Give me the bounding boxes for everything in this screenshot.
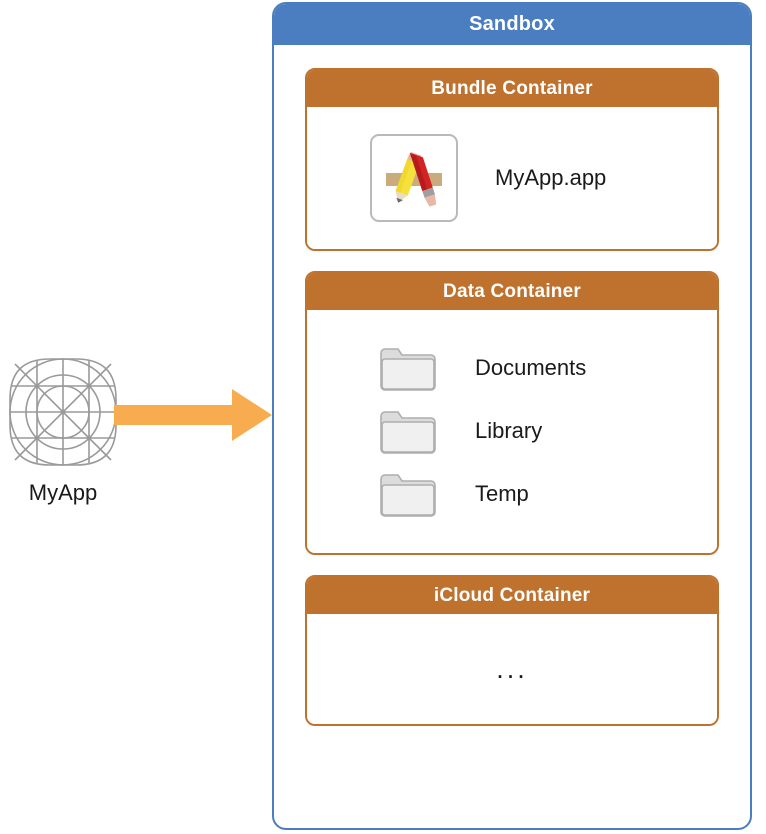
bundle-container-title: Bundle Container bbox=[307, 70, 717, 107]
data-container-card: Data Container Documents Library bbox=[305, 271, 719, 555]
folder-label: Temp bbox=[475, 480, 529, 506]
sandbox-container: Sandbox Bundle Container bbox=[272, 2, 752, 830]
icloud-container-body: ... bbox=[307, 614, 717, 724]
sandbox-body: Bundle Container bbox=[274, 45, 750, 726]
folder-item-temp[interactable]: Temp bbox=[307, 462, 717, 525]
icloud-container-card: iCloud Container ... bbox=[305, 575, 719, 726]
folder-label: Documents bbox=[475, 354, 587, 380]
folder-icon bbox=[380, 347, 436, 391]
folder-icon bbox=[380, 473, 436, 517]
folder-item-documents[interactable]: Documents bbox=[307, 336, 717, 399]
app-bundle-label: MyApp.app bbox=[495, 165, 607, 190]
bundle-container-body: MyApp.app bbox=[307, 107, 717, 249]
folder-item-library[interactable]: Library bbox=[307, 399, 717, 462]
app-bundle-item[interactable]: MyApp.app bbox=[370, 134, 606, 222]
sandbox-title: Sandbox bbox=[274, 4, 750, 45]
data-container-title: Data Container bbox=[307, 273, 717, 310]
app-grid-icon bbox=[9, 358, 117, 466]
icloud-container-title: iCloud Container bbox=[307, 577, 717, 614]
folder-icon bbox=[380, 410, 436, 454]
xcode-icon-art bbox=[386, 152, 442, 207]
data-container-body: Documents Library Temp bbox=[307, 310, 717, 553]
bundle-container-card: Bundle Container bbox=[305, 68, 719, 251]
arrow-right-icon bbox=[114, 389, 272, 441]
folder-label: Library bbox=[475, 417, 543, 443]
xcode-app-icon bbox=[370, 134, 458, 222]
icloud-ellipsis: ... bbox=[496, 653, 528, 684]
myapp-label: MyApp bbox=[28, 480, 98, 505]
myapp-source-group: MyApp bbox=[4, 356, 122, 506]
